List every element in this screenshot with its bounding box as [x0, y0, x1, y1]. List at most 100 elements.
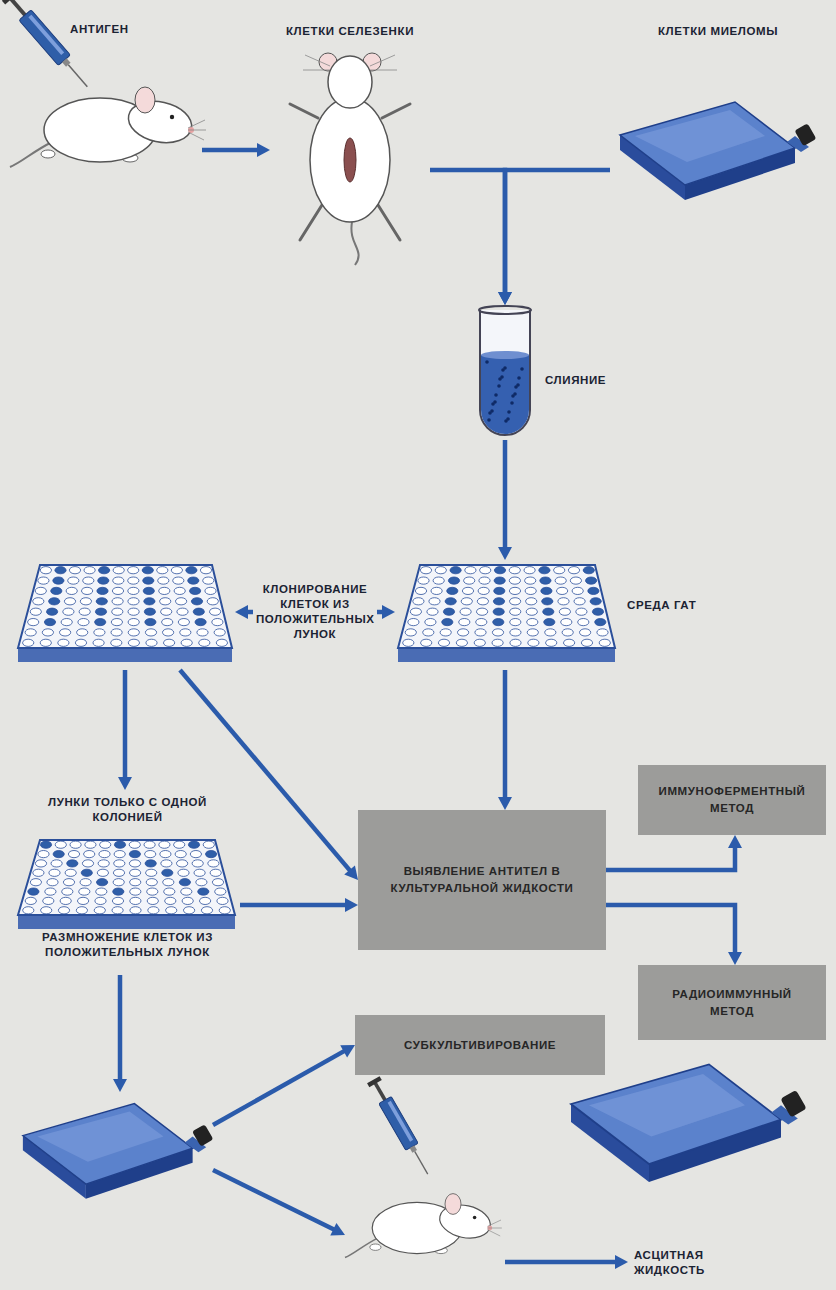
- well: [184, 907, 195, 914]
- well: [43, 897, 54, 904]
- well: [427, 608, 438, 615]
- mouse-dissected: [351, 222, 358, 265]
- well: [191, 598, 202, 605]
- well: [78, 897, 89, 904]
- well: [429, 598, 440, 605]
- well: [145, 851, 156, 858]
- well: [130, 907, 141, 914]
- well: [203, 841, 214, 848]
- well: [205, 587, 216, 594]
- well: [440, 629, 451, 636]
- well: [129, 841, 140, 848]
- box-text: ВЫЯВЛЕНИЕ АНТИТЕЛ В КУЛЬТУРАЛЬНОЙ ЖИДКОС…: [382, 863, 582, 896]
- well: [28, 619, 39, 626]
- well: [128, 587, 139, 594]
- plate-area: [15, 560, 235, 670]
- well: [65, 869, 76, 876]
- well: [464, 577, 475, 584]
- well: [55, 567, 66, 574]
- mouse-antigen: [2, 0, 206, 167]
- well: [114, 851, 125, 858]
- box-text: РАДИОИММУННЫЙ МЕТОД: [662, 986, 802, 1019]
- well: [588, 587, 599, 594]
- well: [130, 888, 141, 895]
- well: [60, 629, 71, 636]
- well: [586, 577, 597, 584]
- well: [173, 577, 184, 584]
- well: [461, 598, 472, 605]
- well: [492, 639, 503, 646]
- connector-line: [180, 670, 352, 872]
- arrowhead: [113, 1079, 127, 1092]
- cell-dot: [500, 375, 504, 379]
- well: [554, 567, 565, 574]
- well: [96, 888, 107, 895]
- caption-text: АСЦИТНАЯ ЖИДКОСТЬ: [634, 1248, 729, 1278]
- well: [219, 907, 230, 914]
- well: [199, 639, 210, 646]
- well: [84, 851, 95, 858]
- well: [113, 567, 124, 574]
- well: [112, 587, 123, 594]
- well: [158, 577, 169, 584]
- well: [592, 608, 603, 615]
- plate-top: [18, 565, 232, 648]
- well: [195, 619, 206, 626]
- well: [80, 598, 91, 605]
- arrowhead: [615, 1255, 628, 1269]
- well: [431, 587, 442, 594]
- arrowhead: [382, 605, 395, 619]
- well: [23, 639, 34, 646]
- plate-side: [18, 915, 235, 929]
- mouse-dissected: [303, 55, 397, 70]
- well: [97, 587, 108, 594]
- well: [456, 639, 467, 646]
- well: [418, 577, 429, 584]
- well: [44, 619, 55, 626]
- figure-label: КЛЕТКИ СЕЛЕЗЕНКИ: [270, 14, 430, 264]
- cell-dot: [513, 392, 517, 396]
- well: [405, 629, 416, 636]
- well: [583, 567, 594, 574]
- well: [143, 587, 154, 594]
- well: [410, 608, 421, 615]
- well: [51, 860, 62, 867]
- well: [80, 879, 91, 886]
- well: [159, 841, 170, 848]
- cell-dot: [507, 410, 511, 414]
- cell-dot: [493, 400, 497, 404]
- arrow-connector: [498, 670, 512, 810]
- mouse-antigen: [10, 87, 206, 167]
- well: [68, 851, 79, 858]
- well: [40, 841, 51, 848]
- well: [77, 629, 88, 636]
- arrowhead: [498, 547, 512, 560]
- well: [113, 577, 124, 584]
- well: [55, 841, 66, 848]
- well: [423, 629, 434, 636]
- well: [111, 619, 122, 626]
- figure-label: КЛЕТКИ МИЕЛОМЫ: [610, 14, 826, 214]
- well: [159, 587, 170, 594]
- well: [590, 598, 601, 605]
- well: [597, 629, 608, 636]
- well: [94, 907, 105, 914]
- well: [477, 598, 488, 605]
- well: [25, 897, 36, 904]
- well: [198, 888, 209, 895]
- well: [559, 608, 570, 615]
- well: [25, 629, 36, 636]
- well: [99, 851, 110, 858]
- mouse-antigen: [2, 0, 93, 92]
- well: [30, 608, 41, 615]
- well: [542, 598, 553, 605]
- well: [580, 629, 591, 636]
- connector-line: [606, 905, 735, 955]
- cell-dot: [506, 417, 510, 421]
- well: [82, 860, 93, 867]
- connector-line: [503, 670, 508, 800]
- well: [128, 577, 139, 584]
- well: [146, 879, 157, 886]
- plate-top: [398, 565, 615, 648]
